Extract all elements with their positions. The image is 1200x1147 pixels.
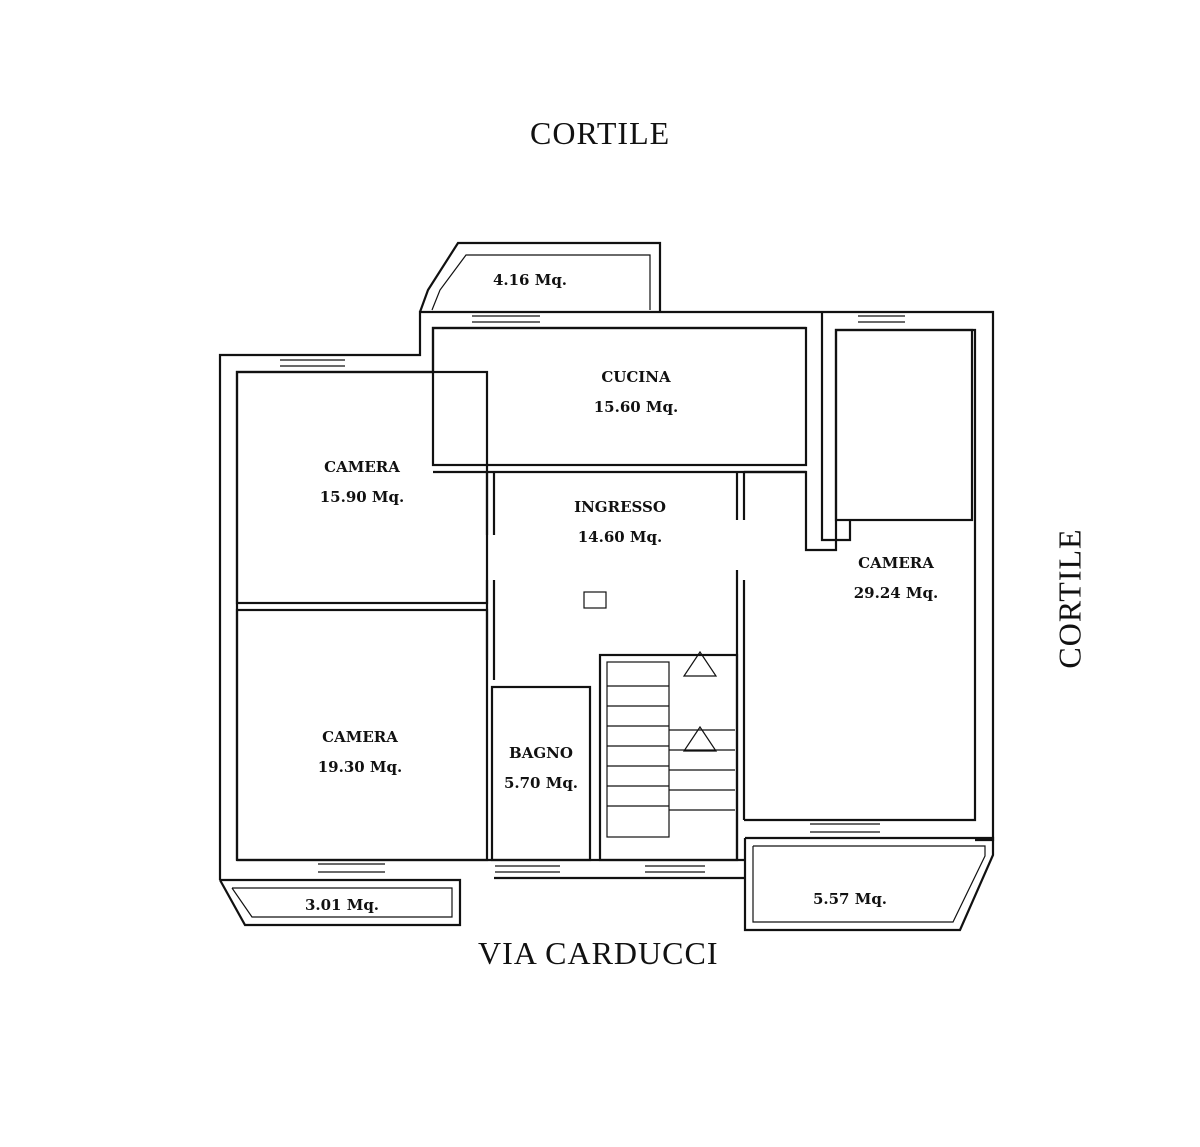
balcony-bottom-right: 5.57 Mq.	[812, 890, 888, 908]
stairs	[606, 650, 735, 838]
windows	[280, 315, 905, 873]
balcony-top-inner	[431, 254, 651, 311]
kitchen-walls	[431, 326, 808, 467]
courtyard-label-top: CORTILE	[530, 115, 671, 151]
balcony-bottom-left: 3.01 Mq.	[304, 896, 380, 914]
balcony-top: 4.16 Mq.	[492, 271, 568, 289]
balcony-top	[418, 241, 662, 313]
street-label: VIA CARDUCCI	[478, 935, 719, 971]
courtyard-label-right: CORTILE	[1051, 528, 1088, 669]
column	[583, 591, 607, 609]
